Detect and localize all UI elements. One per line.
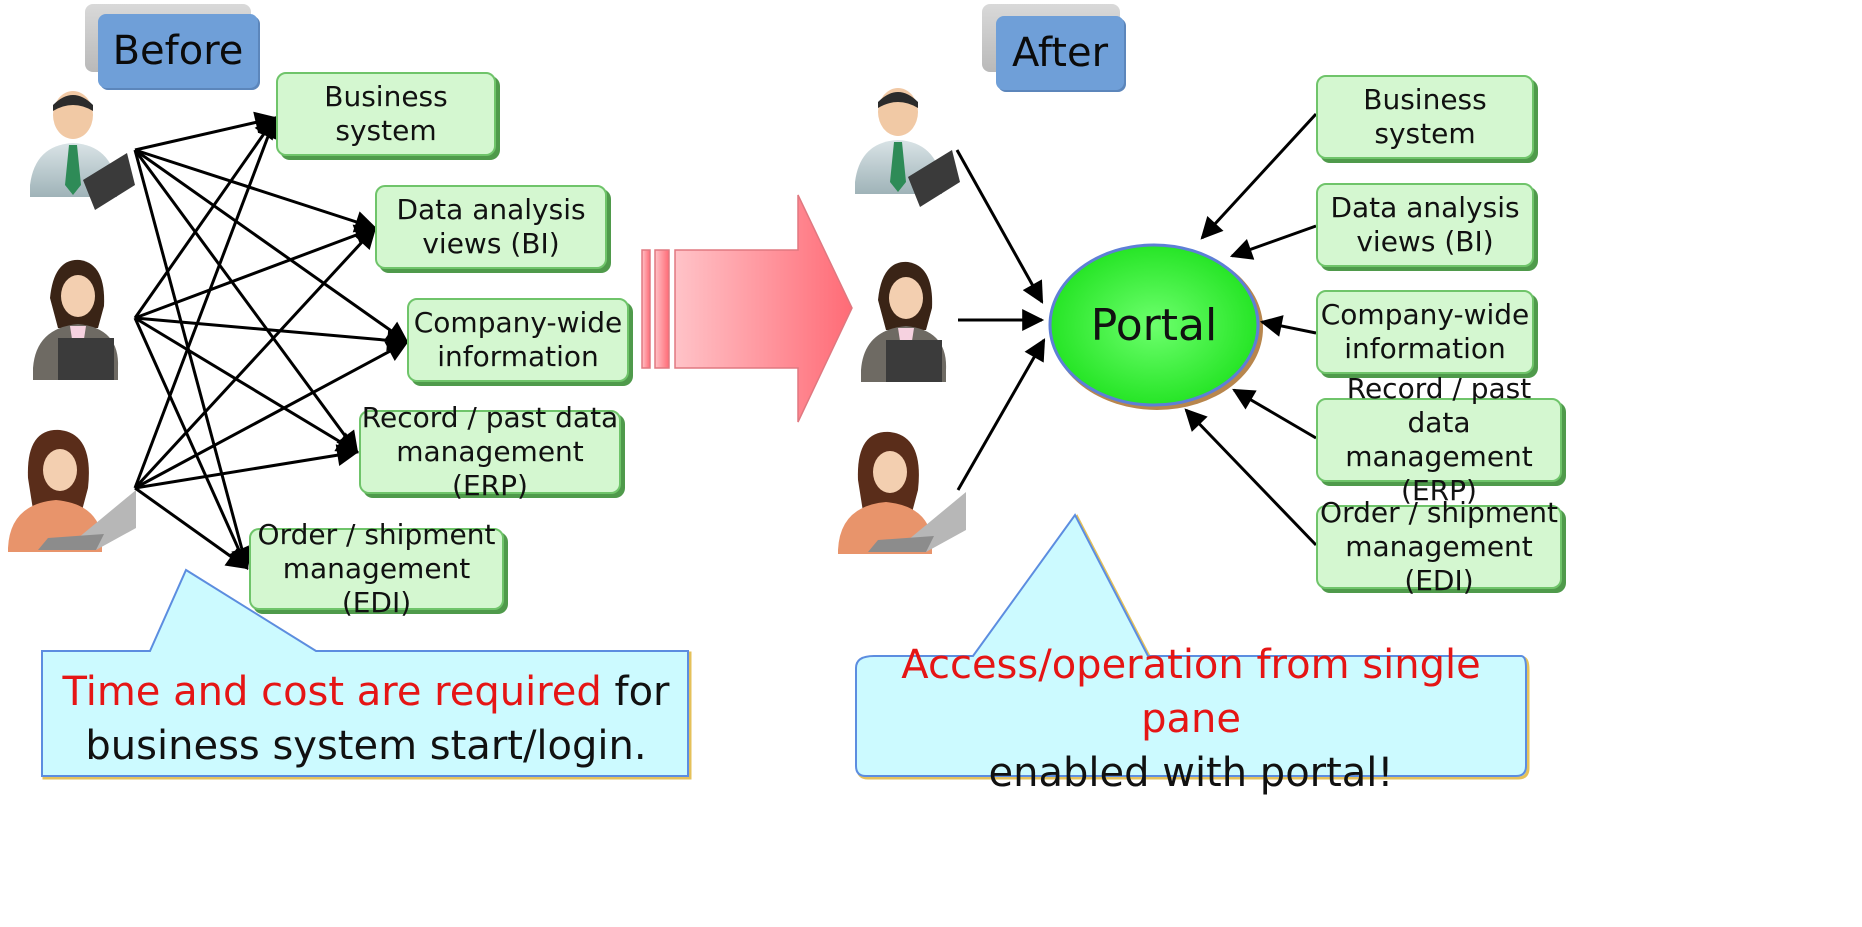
before-connection-arrows	[133, 111, 410, 571]
user-man-icon	[30, 91, 135, 210]
before-system-erp: Record / past data management (ERP)	[359, 401, 621, 502]
after-system-bi: Data analysis views (BI)	[1316, 183, 1534, 267]
after-callout-line2: enabled with portal!	[988, 750, 1394, 796]
before-system-bi: Data analysis views (BI)	[375, 185, 607, 269]
after-callout-bubble	[855, 513, 1530, 780]
before-system-business: Business system	[276, 72, 496, 156]
big-right-arrow-icon	[641, 194, 853, 423]
after-system-erp: Record / past data management (ERP)	[1316, 372, 1562, 507]
before-callout-text: Time and cost are required for business …	[44, 668, 688, 770]
user-woman-icon	[33, 259, 119, 380]
before-callout-rest: for	[601, 669, 670, 715]
after-system-business: Business system	[1316, 75, 1534, 159]
before-callout-line1: Time and cost are required for	[63, 665, 670, 719]
portal-label: Portal	[1090, 299, 1218, 351]
user-woman-icon	[861, 261, 947, 382]
user-woman-laptop-icon	[8, 429, 136, 552]
after-system-company-info: Company-wide information	[1316, 290, 1534, 374]
before-system-company-info: Company-wide information	[407, 298, 629, 382]
before-callout-line2: business system start/login.	[85, 723, 647, 769]
before-tab: Before	[98, 14, 258, 88]
after-tab: After	[996, 16, 1124, 90]
before-callout-bubble	[41, 568, 692, 780]
before-callout-highlight: Time and cost are required	[62, 669, 602, 715]
after-connection-arrows	[955, 112, 1318, 547]
user-woman-laptop-icon	[838, 431, 966, 554]
after-callout-text: Access/operation from single pane enable…	[858, 642, 1524, 796]
after-system-edi: Order / shipment management (EDI)	[1316, 496, 1562, 597]
after-callout-highlight: Access/operation from single pane	[901, 642, 1481, 742]
before-system-edi: Order / shipment management (EDI)	[249, 518, 504, 619]
user-man-icon	[855, 88, 960, 207]
portal-node	[1048, 243, 1263, 410]
